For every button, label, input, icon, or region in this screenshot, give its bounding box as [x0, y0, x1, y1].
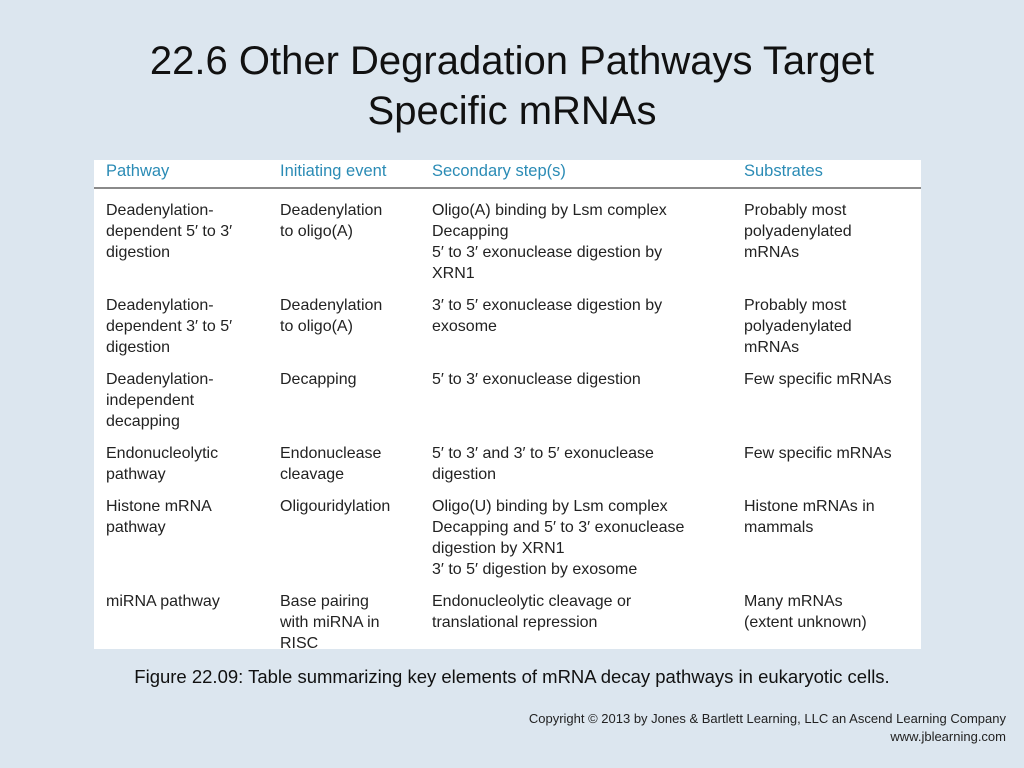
figure-caption: Figure 22.09: Table summarizing key elem…	[134, 666, 890, 687]
header-secondary-steps: Secondary step(s)	[420, 160, 732, 189]
header-pathway: Pathway	[94, 160, 268, 189]
cell-text-line: Histone mRNAs in	[744, 498, 875, 515]
mrna-decay-pathway-table: Pathway Initiating event Secondary step(…	[94, 160, 921, 665]
slide-title-line-1: 22.6 Other Degradation Pathways Target	[149, 39, 875, 83]
cell-substrates: Many mRNAs (extent unknown)	[732, 591, 921, 665]
slide-title: 22.6 Other Degradation Pathways Target S…	[0, 36, 1024, 136]
cell-text-line: pathway	[106, 466, 166, 483]
cell-text-line: with miRNA in	[280, 614, 380, 631]
publisher-url: www.jblearning.com	[890, 729, 1006, 744]
copyright-notice: Copyright © 2013 by Jones & Bartlett Lea…	[529, 710, 1006, 746]
cell-pathway: Deadenylation-independent decapping	[94, 369, 268, 443]
cell-text-line: Oligo(A) binding by Lsm complex	[432, 202, 667, 219]
cell-text-line: Oligo(U) binding by Lsm complex	[432, 498, 668, 515]
cell-text-line: digestion	[432, 466, 497, 483]
cell-text-line: Few specific mRNAs	[744, 445, 892, 462]
cell-secondary-steps: 3′ to 5′ exonuclease digestion by exosome	[420, 295, 732, 369]
cell-text-line: XRN1	[432, 265, 475, 282]
cell-pathway: miRNA pathway	[94, 591, 268, 665]
header-initiating-event: Initiating event	[268, 160, 420, 189]
table-header-row: Pathway Initiating event Secondary step(…	[94, 160, 921, 189]
cell-text-line: 5′ to 3′ exonuclease digestion	[432, 371, 641, 388]
copyright-line: Copyright © 2013 by Jones & Bartlett Lea…	[528, 711, 1006, 726]
cell-text-line: Decapping	[432, 223, 509, 240]
cell-text-line: 5′ to 3′ and 3′ to 5′ exonuclease	[432, 445, 654, 462]
cell-text-line: exosome	[432, 318, 497, 335]
cell-substrates: Probably most polyadenylated mRNAs	[732, 295, 921, 369]
cell-pathway: Histone mRNA pathway	[94, 496, 268, 591]
cell-text-line: Base pairing	[280, 593, 369, 610]
cell-initiating-event: Endonuclease cleavage	[268, 443, 420, 496]
cell-text-line: digestion by XRN1	[432, 540, 565, 557]
cell-text-line: 5′ to 3′ exonuclease digestion by	[432, 244, 663, 261]
cell-text-line: polyadenylated	[744, 223, 852, 240]
cell-text-line: Deadenylation-	[106, 202, 214, 219]
cell-secondary-steps: Endonucleolytic cleavage or translational…	[420, 591, 732, 665]
cell-pathway: Deadenylation-dependent 3′ to 5′ digestio…	[94, 295, 268, 369]
cell-text-line: independent	[106, 392, 195, 409]
cell-text-line: to oligo(A)	[280, 223, 353, 240]
cell-substrates: Few specific mRNAs	[732, 443, 921, 496]
cell-text-line: Deadenylation-	[106, 371, 214, 388]
cell-text-line: digestion	[106, 244, 171, 261]
cell-text-line: Few specific mRNAs	[744, 371, 892, 388]
cell-initiating-event: Base pairing with miRNA in RISC	[268, 591, 420, 665]
cell-initiating-event: Oligouridylation	[268, 496, 420, 591]
table-row: miRNA pathway Base pairing with miRNA in RI…	[94, 591, 921, 665]
cell-text-line: digestion	[106, 339, 171, 356]
cell-text-line: RISC	[280, 635, 319, 652]
table-row: Deadenylation-dependent 5′ to 3′ digestio…	[94, 188, 921, 295]
cell-text-line: Decapping	[280, 371, 357, 388]
cell-text-line: Probably most	[744, 297, 847, 314]
table-row: Deadenylation-independent decapping Decapp…	[94, 369, 921, 443]
cell-text-line: decapping	[106, 413, 180, 430]
cell-text-line: 3′ to 5′ exonuclease digestion by	[432, 297, 663, 314]
cell-text-line: Histone mRNA	[106, 498, 212, 515]
cell-text-line: Deadenylation	[280, 297, 383, 314]
cell-secondary-steps: 5′ to 3′ and 3′ to 5′ exonuclease digesti…	[420, 443, 732, 496]
cell-text-line: Endonucleolytic	[106, 445, 219, 462]
cell-text-line: Probably most	[744, 202, 847, 219]
cell-text-line: Oligouridylation	[280, 498, 391, 515]
header-substrates: Substrates	[732, 160, 921, 189]
cell-substrates: Few specific mRNAs	[732, 369, 921, 443]
cell-initiating-event: Deadenylation to oligo(A)	[268, 295, 420, 369]
cell-pathway: Endonucleolytic pathway	[94, 443, 268, 496]
cell-initiating-event: Decapping	[268, 369, 420, 443]
cell-text-line: polyadenylated	[744, 318, 852, 335]
cell-secondary-steps: 5′ to 3′ exonuclease digestion	[420, 369, 732, 443]
cell-text-line: to oligo(A)	[280, 318, 353, 335]
cell-text-line: dependent 3′ to 5′	[106, 318, 233, 335]
cell-text-line: Deadenylation	[280, 202, 383, 219]
cell-text-line: mRNAs	[744, 244, 800, 261]
table-row: Endonucleolytic pathway Endonuclease cleava…	[94, 443, 921, 496]
cell-text-line: 3′ to 5′ digestion by exosome	[432, 561, 638, 578]
cell-text-line: mRNAs	[744, 339, 800, 356]
cell-substrates: Histone mRNAs in mammals	[732, 496, 921, 591]
cell-text-line: miRNA pathway	[106, 593, 220, 610]
slide-title-line-2: Specific mRNAs	[367, 89, 657, 133]
cell-text-line: dependent 5′ to 3′	[106, 223, 233, 240]
table-row: Histone mRNA pathway Oligouridylation Oligo…	[94, 496, 921, 591]
cell-text-line: Endonuclease	[280, 445, 382, 462]
cell-text-line: Many mRNAs	[744, 593, 843, 610]
cell-text-line: cleavage	[280, 466, 345, 483]
cell-text-line: Deadenylation-	[106, 297, 214, 314]
cell-text-line: translational repression	[432, 614, 598, 631]
table-body: Deadenylation-dependent 5′ to 3′ digestio…	[94, 188, 921, 665]
cell-text-line: mammals	[744, 519, 814, 536]
cell-text-line: pathway	[106, 519, 166, 536]
cell-text-line: (extent unknown)	[744, 614, 867, 631]
cell-substrates: Probably most polyadenylated mRNAs	[732, 188, 921, 295]
cell-text-line: Decapping and 5′ to 3′ exonuclease	[432, 519, 685, 536]
cell-initiating-event: Deadenylation to oligo(A)	[268, 188, 420, 295]
pathway-table-panel: Pathway Initiating event Secondary step(…	[94, 160, 921, 652]
cell-pathway: Deadenylation-dependent 5′ to 3′ digestio…	[94, 188, 268, 295]
cell-text-line: Endonucleolytic cleavage or	[432, 593, 632, 610]
table-row: Deadenylation-dependent 3′ to 5′ digestio…	[94, 295, 921, 369]
